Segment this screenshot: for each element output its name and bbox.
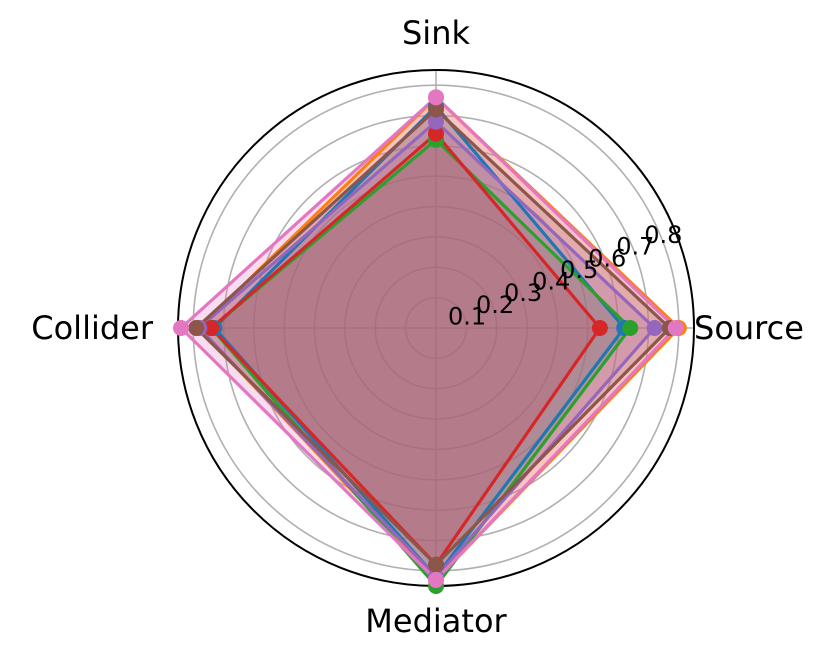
r-tick-label: 0.8 bbox=[644, 221, 682, 249]
series-fill bbox=[211, 139, 631, 586]
r-tick-label: 0.2 bbox=[476, 291, 514, 319]
series-marker bbox=[203, 320, 220, 336]
series-marker bbox=[428, 556, 444, 573]
labels: SourceSinkColliderMediator0.10.20.30.40.… bbox=[31, 14, 804, 640]
series-marker bbox=[591, 320, 608, 336]
series-marker bbox=[646, 320, 663, 336]
series-marker bbox=[428, 101, 444, 118]
series-marker bbox=[667, 320, 684, 336]
series-marker bbox=[428, 89, 444, 106]
r-tick-label: 0.4 bbox=[532, 268, 570, 296]
axis-label-mediator: Mediator bbox=[365, 602, 507, 640]
series-marker bbox=[188, 320, 205, 336]
series-markers bbox=[173, 89, 687, 594]
axis-label-source: Source bbox=[694, 309, 804, 347]
series-marker bbox=[428, 113, 444, 130]
axis-label-sink: Sink bbox=[402, 14, 470, 52]
r-tick-label: 0.7 bbox=[616, 233, 654, 261]
series-fill bbox=[181, 97, 676, 580]
r-tick-label: 0.5 bbox=[560, 256, 598, 284]
axis-label-collider: Collider bbox=[31, 309, 154, 347]
series-marker bbox=[173, 320, 190, 336]
r-tick-label: 0.3 bbox=[504, 279, 542, 307]
r-tick-label: 0.6 bbox=[588, 244, 626, 272]
series-marker bbox=[428, 125, 444, 142]
series-marker bbox=[622, 320, 639, 336]
series-fill bbox=[196, 109, 670, 565]
r-tick-label: 0.1 bbox=[448, 302, 486, 330]
series-fill bbox=[211, 133, 600, 565]
series-fill bbox=[199, 121, 655, 577]
series-marker bbox=[428, 571, 444, 588]
